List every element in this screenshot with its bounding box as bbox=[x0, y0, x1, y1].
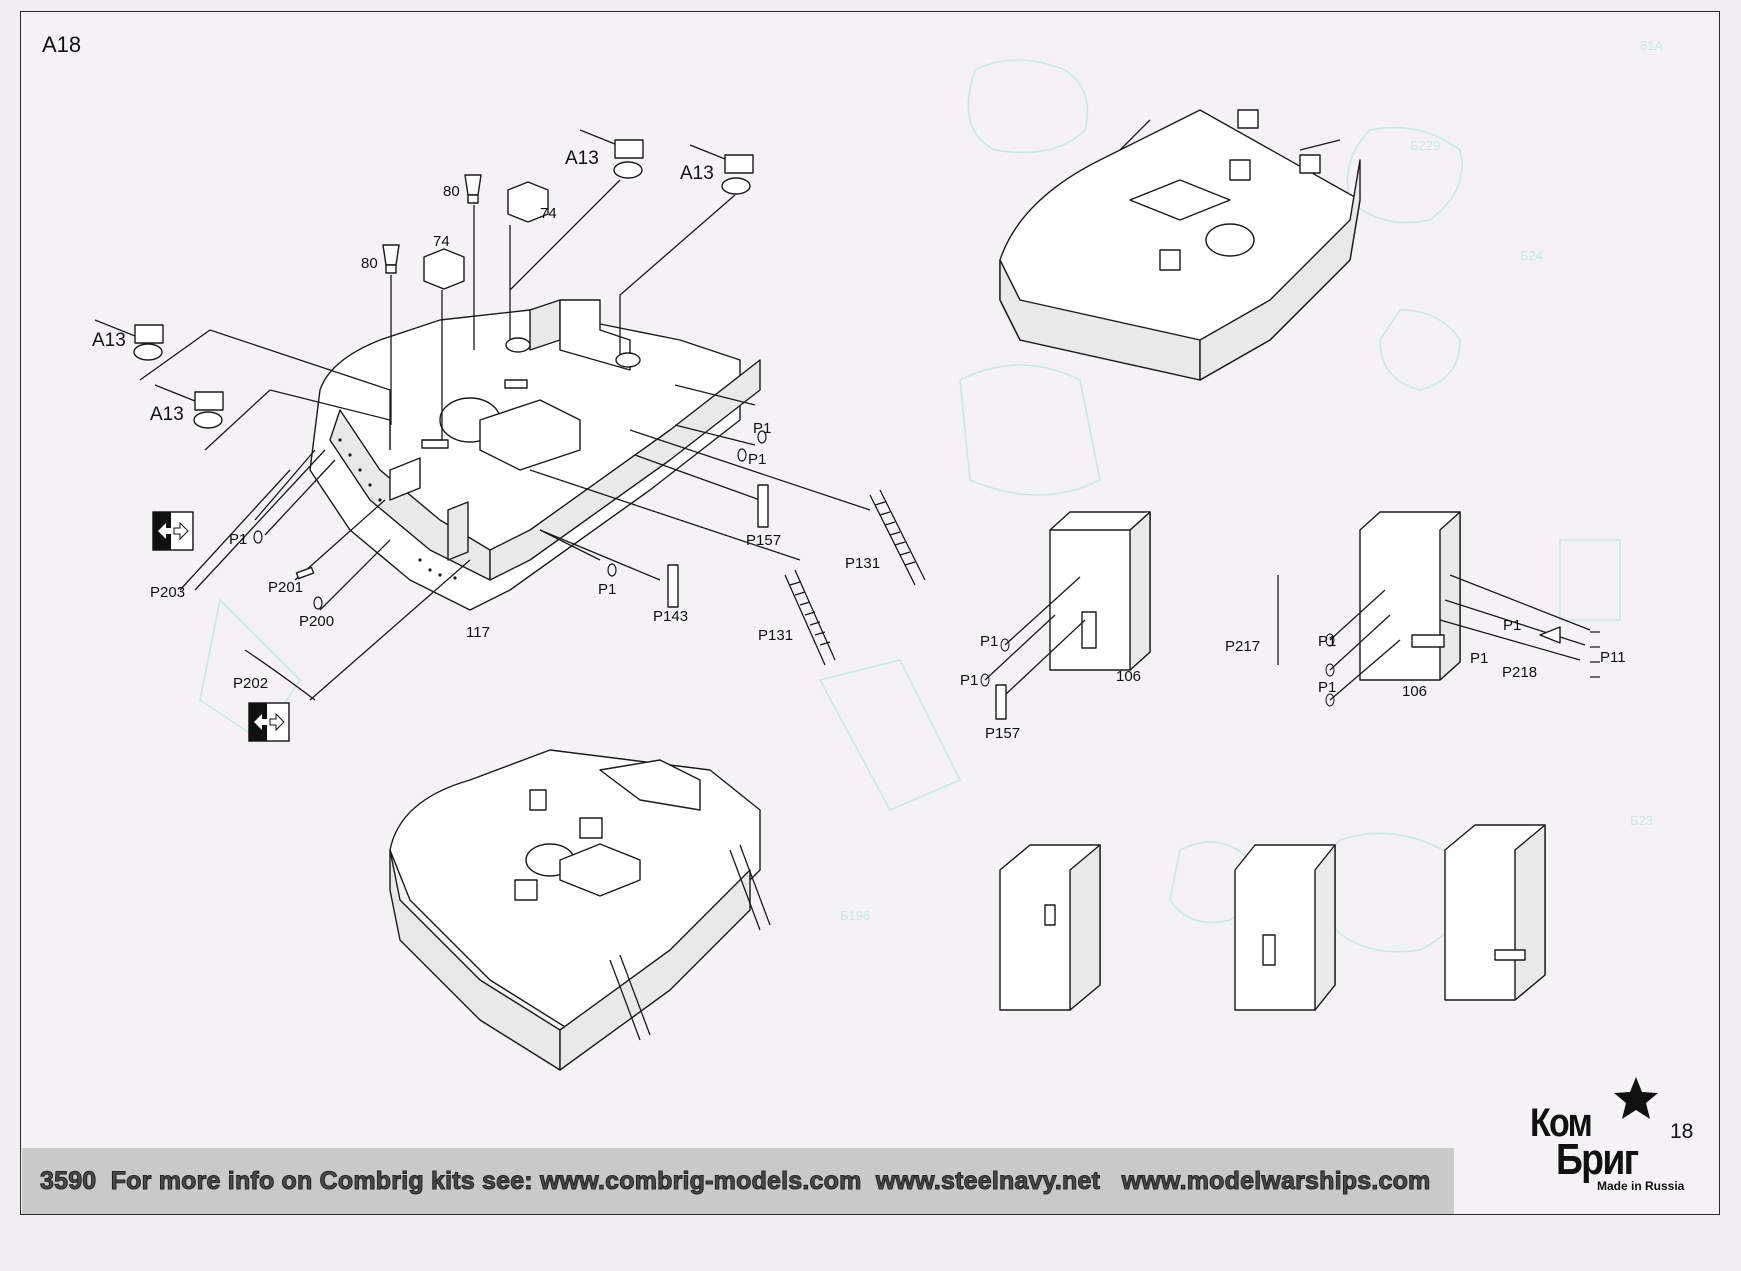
svg-text:Б24: Б24 bbox=[1520, 248, 1543, 263]
label-a13: A13 bbox=[565, 148, 599, 169]
label-106: 106 bbox=[1116, 668, 1141, 685]
detail-box-106-right bbox=[1277, 511, 1600, 707]
part-p201 bbox=[295, 566, 315, 580]
box-74-lower bbox=[423, 248, 465, 290]
gun-a13-left-lower bbox=[154, 384, 224, 429]
label-p218: P218 bbox=[1502, 664, 1537, 681]
page-label: A18 bbox=[42, 32, 82, 57]
gun-a13-top-left bbox=[579, 129, 644, 179]
svg-text:Б229: Б229 bbox=[1410, 138, 1440, 153]
label-p157: P157 bbox=[746, 532, 781, 549]
logo-text-top: Ком bbox=[1530, 1101, 1593, 1145]
rail-p203 bbox=[179, 469, 291, 591]
label-a13: A13 bbox=[150, 404, 184, 425]
label-p217: P217 bbox=[1225, 638, 1260, 655]
label-p200: P200 bbox=[299, 613, 334, 630]
plate-p143 bbox=[667, 564, 679, 608]
label-106: 106 bbox=[1402, 683, 1427, 700]
completed-view-lower bbox=[389, 749, 771, 1071]
label-p1: P1 bbox=[1470, 650, 1488, 667]
label-p1: P1 bbox=[1503, 617, 1521, 634]
rail-p202 bbox=[244, 649, 316, 701]
label-p203: P203 bbox=[150, 584, 185, 601]
label-a13: A13 bbox=[92, 330, 126, 351]
direction-marker-upper bbox=[152, 511, 194, 551]
svg-text:81A: 81A bbox=[1640, 38, 1663, 53]
combrig-logo: Ком Бриг Made in Russia bbox=[1520, 1075, 1684, 1195]
label-74: 74 bbox=[540, 205, 557, 222]
svg-text:Б196: Б196 bbox=[840, 908, 870, 923]
label-p143: P143 bbox=[653, 608, 688, 625]
gun-a13-left-upper bbox=[94, 319, 164, 361]
label-p1: P1 bbox=[229, 531, 247, 548]
footer-band bbox=[22, 1148, 1454, 1214]
label-p1: P1 bbox=[748, 451, 766, 468]
label-p131: P131 bbox=[758, 627, 793, 644]
label-74: 74 bbox=[433, 233, 450, 250]
finished-box-view-1 bbox=[999, 844, 1101, 1011]
svg-text:Б23: Б23 bbox=[1630, 813, 1653, 828]
box-74-upper bbox=[507, 181, 549, 223]
part-labels: A13 A13 A13 A13 80 80 74 74 P1 P1 P1 P1 … bbox=[92, 148, 1626, 742]
label-p202: P202 bbox=[233, 675, 268, 692]
label-p201: P201 bbox=[268, 579, 303, 596]
leader-lines-main bbox=[139, 179, 871, 701]
gun-a13-top-right bbox=[689, 144, 754, 195]
label-p1: P1 bbox=[1318, 679, 1336, 696]
completed-view-upper-right bbox=[999, 109, 1361, 381]
label-p1: P1 bbox=[960, 672, 978, 689]
washer-p1 bbox=[253, 430, 767, 610]
logo-text-bottom: Бриг bbox=[1556, 1135, 1639, 1184]
detail-box-106-left bbox=[980, 511, 1151, 720]
direction-marker-lower bbox=[248, 702, 290, 742]
label-p131: P131 bbox=[845, 555, 880, 572]
plate-p157 bbox=[757, 484, 769, 528]
label-p11: P11 bbox=[1600, 649, 1626, 666]
main-hull-deck-assembly bbox=[309, 299, 761, 611]
vent-80-upper bbox=[464, 174, 482, 204]
label-80: 80 bbox=[443, 183, 460, 200]
ladder-p131-right bbox=[869, 489, 926, 586]
star-icon bbox=[1614, 1077, 1658, 1119]
footer-info-text: 3590 For more info on Combrig kits see: … bbox=[40, 1167, 1431, 1196]
label-p1: P1 bbox=[598, 581, 616, 598]
label-117: 117 bbox=[466, 624, 490, 641]
finished-box-view-2 bbox=[1234, 844, 1336, 1011]
logo-subtitle: Made in Russia bbox=[1597, 1179, 1685, 1193]
vent-80-lower bbox=[382, 244, 400, 274]
page-number: 18 bbox=[1670, 1120, 1694, 1143]
label-p1: P1 bbox=[1318, 633, 1336, 650]
label-p157: P157 bbox=[985, 725, 1020, 742]
finished-box-view-3 bbox=[1444, 824, 1546, 1001]
label-80: 80 bbox=[361, 255, 378, 272]
label-a13: A13 bbox=[680, 163, 714, 184]
label-p1: P1 bbox=[753, 420, 771, 437]
label-p1: P1 bbox=[980, 633, 998, 650]
ladder-p131-lower bbox=[784, 569, 836, 666]
